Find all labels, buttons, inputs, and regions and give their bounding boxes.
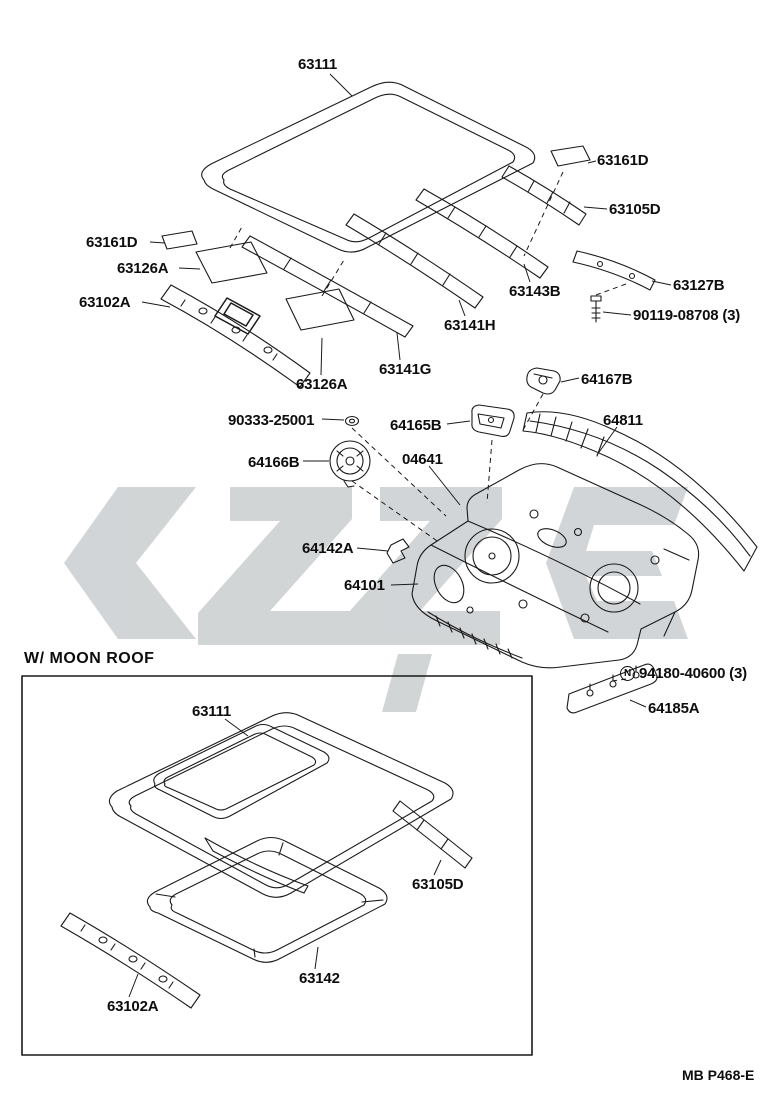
upper-back-panel-64101 bbox=[411, 463, 700, 669]
moonroof-label-63105D[interactable]: 63105D bbox=[412, 876, 464, 893]
watermark bbox=[64, 487, 688, 712]
part-label-64185A[interactable]: 64185A bbox=[648, 700, 700, 717]
part-label-94180-40600[interactable]: N 94180-40600 (3) bbox=[620, 665, 747, 682]
part-label-63141G[interactable]: 63141G bbox=[379, 361, 432, 378]
roof-bow-63105D bbox=[501, 165, 587, 226]
part-label-64166B[interactable]: 64166B bbox=[248, 454, 300, 471]
part-label-63126A-left[interactable]: 63126A bbox=[117, 260, 169, 277]
part-label-64101[interactable]: 64101 bbox=[344, 577, 385, 594]
part-label-63141H[interactable]: 63141H bbox=[444, 317, 496, 334]
moonroof-section-box bbox=[21, 675, 533, 1056]
moonroof-section-title: W/ MOON ROOF bbox=[24, 650, 155, 667]
part-label-63105D[interactable]: 63105D bbox=[609, 201, 661, 218]
moonroof-label-63102A[interactable]: 63102A bbox=[107, 998, 159, 1015]
part-label-64142A[interactable]: 64142A bbox=[302, 540, 354, 557]
part-label-64165B[interactable]: 64165B bbox=[390, 417, 442, 434]
clip-64142A bbox=[386, 538, 410, 564]
grommet-90333 bbox=[344, 415, 360, 427]
part-label-63126A-mid[interactable]: 63126A bbox=[296, 376, 348, 393]
moonroof-roof-panel-63111 bbox=[108, 712, 454, 898]
roof-bow-63143B bbox=[415, 188, 549, 279]
part-label-63102A[interactable]: 63102A bbox=[79, 294, 131, 311]
sliding-roof-housing-63142 bbox=[146, 836, 388, 963]
dashed-lines bbox=[229, 171, 627, 682]
roof-side-rail-63127B bbox=[572, 250, 656, 291]
part-label-64811[interactable]: 64811 bbox=[603, 412, 643, 429]
reinforcement-64185A bbox=[566, 663, 658, 714]
roof-panel-63111 bbox=[201, 81, 536, 253]
nut-part-number: 94180-40600 (3) bbox=[639, 665, 747, 682]
bracket-64165B bbox=[471, 404, 515, 437]
nut-symbol-icon: N bbox=[620, 666, 635, 681]
part-label-64167B[interactable]: 64167B bbox=[581, 371, 633, 388]
part-label-63161D-right[interactable]: 63161D bbox=[597, 152, 649, 169]
moonroof-roof-bow-63105D bbox=[392, 800, 473, 869]
moonroof-label-63142[interactable]: 63142 bbox=[299, 970, 340, 987]
part-label-04641[interactable]: 04641 bbox=[402, 451, 443, 468]
part-label-63111[interactable]: 63111 bbox=[298, 56, 338, 73]
part-label-63161D-left[interactable]: 63161D bbox=[86, 234, 138, 251]
upper-back-trim-64811 bbox=[522, 411, 758, 572]
leader-lines bbox=[128, 73, 672, 998]
moonroof-label-63111[interactable]: 63111 bbox=[192, 703, 232, 720]
header-bracket bbox=[214, 297, 261, 335]
part-label-90119-08708[interactable]: 90119-08708 (3) bbox=[633, 307, 741, 324]
part-label-90333-25001[interactable]: 90333-25001 bbox=[228, 412, 315, 429]
page-code: MB P468-E bbox=[682, 1067, 755, 1083]
bolt-90119 bbox=[590, 295, 602, 323]
part-label-63143B[interactable]: 63143B bbox=[509, 283, 561, 300]
silencer-pads bbox=[161, 145, 591, 331]
cap-64166B bbox=[329, 440, 371, 488]
hinge-bracket-64167B bbox=[526, 367, 561, 395]
windshield-header-63102A bbox=[160, 284, 311, 388]
moonroof-windshield-header-63102A bbox=[60, 912, 201, 1009]
roof-bow-63141H bbox=[345, 213, 484, 309]
part-label-63127B[interactable]: 63127B bbox=[673, 277, 725, 294]
